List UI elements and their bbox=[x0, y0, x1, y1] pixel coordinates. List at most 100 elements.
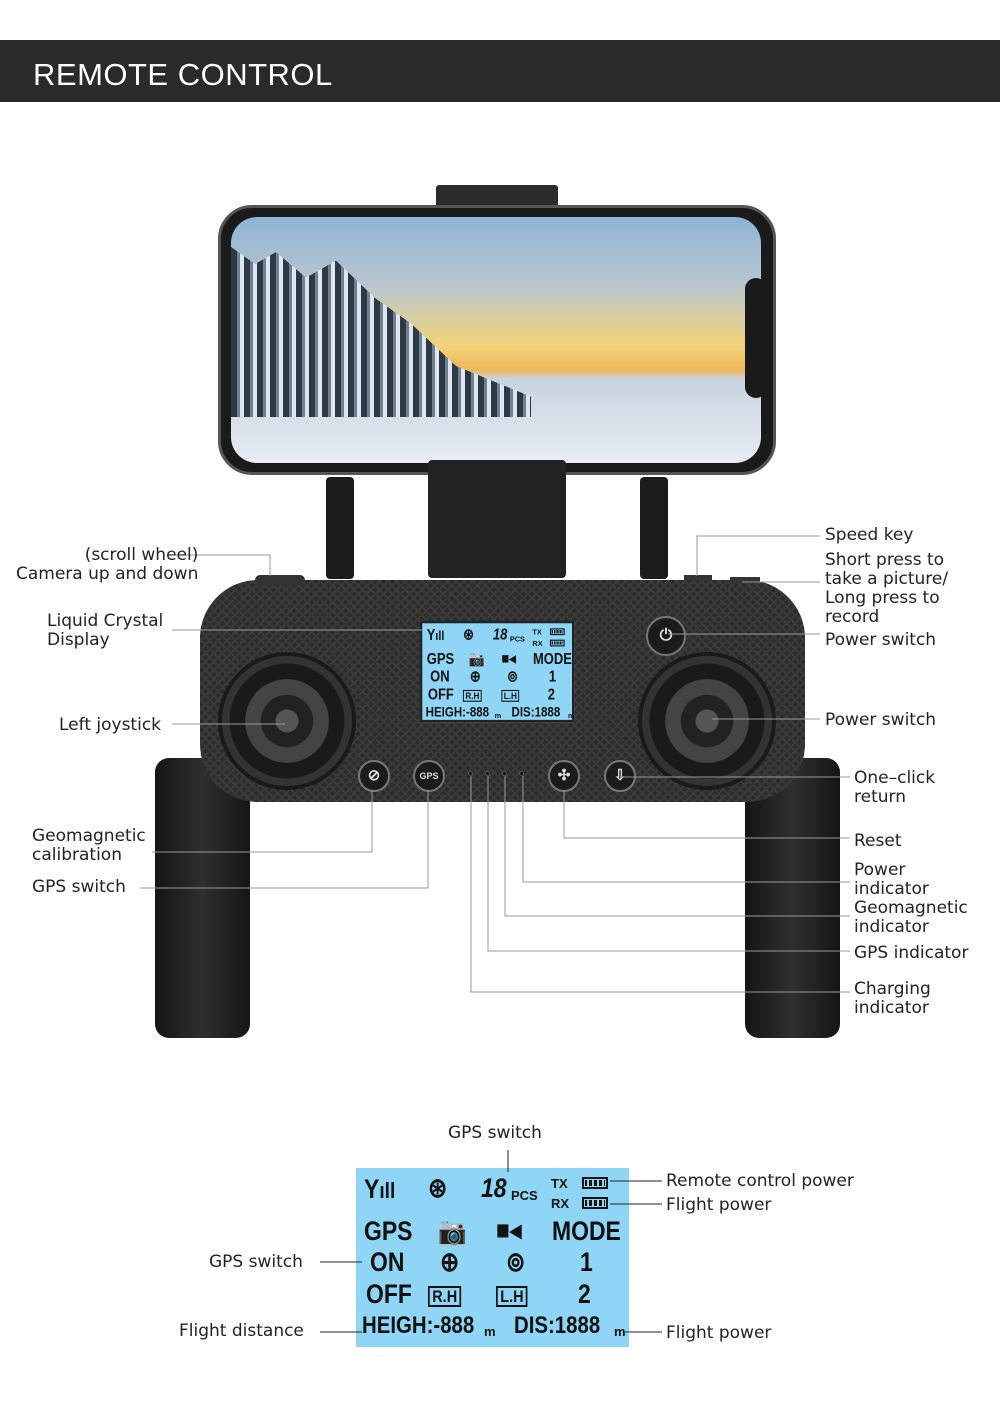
lcd-height-unit: m bbox=[494, 711, 502, 720]
signal-icon: Yıll bbox=[364, 1174, 396, 1204]
gps-button-label: GPS bbox=[419, 771, 439, 781]
compass-icon: ⊘ bbox=[367, 767, 381, 784]
home-point-icon: ⊚ bbox=[506, 1247, 526, 1277]
power-indicator-led bbox=[519, 771, 524, 776]
photo-record-key[interactable] bbox=[730, 577, 760, 583]
smartphone bbox=[218, 205, 776, 475]
lcd-on: ON bbox=[370, 1247, 405, 1277]
controller-lcd: Yıll ⊛ 18 PCS TX RX GPS 📷 ■◂ MODE ON ⊕ ⊚… bbox=[420, 621, 575, 723]
callout-remote-control-power: Remote control power bbox=[666, 1171, 854, 1191]
lcd-detail: Yıll ⊛ 18 PCS TX RX GPS 📷 ■◂ MODE ON ⊕ ⊚… bbox=[356, 1168, 629, 1347]
label-scroll-wheel: (scroll wheel) Camera up and down bbox=[16, 545, 199, 584]
lcd-height: HEIGH:-888 bbox=[362, 1312, 475, 1339]
page-title: REMOTE CONTROL bbox=[33, 57, 333, 92]
remote-battery-icon bbox=[582, 1177, 608, 1189]
video-camera-icon: ■◂ bbox=[496, 1215, 522, 1245]
lcd-off: OFF bbox=[427, 685, 454, 703]
lcd-rh: R.H bbox=[428, 1286, 462, 1307]
tx-label: TX bbox=[551, 1176, 568, 1191]
geomagnetic-calibration-button[interactable]: ⊘ bbox=[358, 760, 390, 792]
label-charging-indicator: Charging indicator bbox=[854, 979, 931, 1018]
lcd-mode: MODE bbox=[552, 1216, 621, 1246]
geomagnetic-indicator-led bbox=[502, 771, 507, 776]
reset-icon: ✣ bbox=[557, 767, 571, 784]
label-one-click-return: One–click return bbox=[854, 768, 936, 807]
page-title-banner: REMOTE CONTROL bbox=[0, 40, 1000, 102]
lcd-lh: L.H bbox=[496, 1286, 528, 1307]
scroll-wheel[interactable] bbox=[255, 575, 305, 585]
label-gps-switch: GPS switch bbox=[32, 877, 126, 897]
rx-label: RX bbox=[532, 639, 543, 648]
lcd-gps: GPS bbox=[364, 1216, 413, 1246]
pcs-unit: PCS bbox=[509, 634, 525, 644]
lcd-gps: GPS bbox=[426, 650, 455, 668]
label-geomagnetic-indicator: Geomagnetic indicator bbox=[854, 898, 968, 937]
lcd-height-unit: m bbox=[484, 1324, 496, 1339]
lcd-height: HEIGH:-888 bbox=[425, 704, 490, 720]
gps-switch-button[interactable]: GPS bbox=[413, 760, 445, 792]
callout-gps-switch-left: GPS switch bbox=[209, 1252, 303, 1272]
left-handle bbox=[155, 758, 250, 1038]
battery-icon bbox=[549, 628, 565, 636]
label-gps-indicator: GPS indicator bbox=[854, 943, 969, 963]
lcd-on: ON bbox=[430, 667, 450, 685]
label-speed-key: Speed key bbox=[825, 525, 914, 545]
camera-icon: 📷 bbox=[468, 650, 485, 668]
label-lcd: Liquid Crystal Display bbox=[47, 611, 164, 650]
target-icon: ⊕ bbox=[469, 667, 481, 685]
label-geomagnetic-calibration: Geomagnetic calibration bbox=[32, 826, 146, 865]
left-joystick[interactable] bbox=[222, 656, 352, 786]
label-left-joystick: Left joystick bbox=[59, 715, 162, 735]
power-button[interactable]: ⏻ bbox=[646, 616, 686, 656]
camera-icon: 📷 bbox=[438, 1216, 467, 1246]
callout-gps-switch-top: GPS switch bbox=[448, 1123, 542, 1143]
label-power-switch-right: Power switch bbox=[825, 710, 937, 730]
home-point-icon: ⊚ bbox=[507, 667, 518, 685]
phone-screen-landscape-image bbox=[231, 217, 761, 463]
satellite-count: 18 bbox=[481, 1173, 507, 1203]
lcd-distance-unit: m bbox=[568, 711, 575, 720]
return-home-icon: ⇩ bbox=[613, 767, 627, 784]
battery-icon bbox=[549, 639, 565, 647]
lcd-mode: MODE bbox=[533, 650, 572, 668]
gps-rotate-icon: ⊛ bbox=[462, 626, 474, 644]
lcd-rh: R.H bbox=[462, 689, 482, 702]
lcd-distance-unit: m bbox=[614, 1324, 626, 1339]
target-icon: ⊕ bbox=[440, 1247, 460, 1277]
right-joystick[interactable] bbox=[642, 656, 772, 786]
label-power-indicator: Power indicator bbox=[854, 860, 929, 899]
label-photo-record: Short press to take a picture/ Long pres… bbox=[825, 550, 949, 627]
signal-icon: Yıll bbox=[426, 626, 445, 644]
lcd-mode-2: 2 bbox=[547, 685, 555, 703]
holder-arm-left bbox=[326, 477, 354, 579]
holder-clamp-bottom bbox=[428, 460, 566, 578]
rx-label: RX bbox=[551, 1196, 570, 1211]
lcd-mode-1: 1 bbox=[548, 667, 557, 685]
lcd-off: OFF bbox=[366, 1279, 412, 1309]
lcd-distance: DIS:1888 bbox=[514, 1312, 601, 1339]
callout-flight-distance: Flight distance bbox=[179, 1321, 304, 1341]
reset-button[interactable]: ✣ bbox=[548, 760, 580, 792]
holder-arm-right bbox=[640, 477, 668, 579]
flight-battery-icon bbox=[582, 1197, 608, 1209]
callout-flight-power-bottom: Flight power bbox=[666, 1323, 772, 1343]
lcd-mode-2: 2 bbox=[578, 1279, 591, 1309]
lcd-lh: L.H bbox=[501, 689, 520, 702]
charging-indicator-led bbox=[468, 771, 473, 776]
tx-label: TX bbox=[532, 627, 542, 637]
speed-key[interactable] bbox=[684, 575, 712, 581]
lcd-mode-1: 1 bbox=[580, 1247, 593, 1277]
label-power-switch: Power switch bbox=[825, 630, 937, 650]
video-camera-icon: ■◂ bbox=[501, 649, 516, 667]
callout-flight-power-top: Flight power bbox=[666, 1195, 772, 1215]
gps-rotate-icon: ⊛ bbox=[428, 1173, 448, 1203]
snowy-trees bbox=[231, 247, 531, 417]
lcd-distance: DIS:1888 bbox=[511, 704, 561, 720]
phone-notch bbox=[745, 278, 767, 398]
label-reset: Reset bbox=[854, 831, 902, 851]
satellite-count: 18 bbox=[492, 626, 508, 644]
one-click-return-button[interactable]: ⇩ bbox=[604, 760, 636, 792]
pcs-unit: PCS bbox=[511, 1188, 538, 1203]
gps-indicator-led bbox=[485, 771, 490, 776]
power-icon: ⏻ bbox=[659, 627, 673, 644]
